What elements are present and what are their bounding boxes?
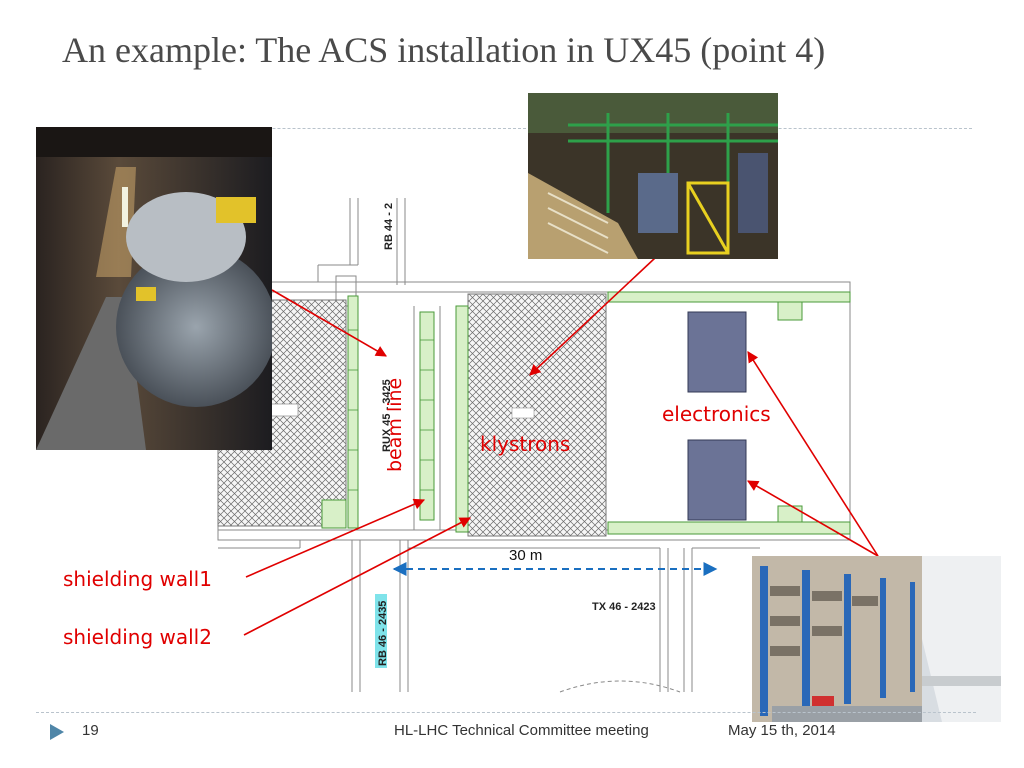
beam-line-label: beam line: [384, 377, 406, 472]
rb44-corridor: [349, 198, 406, 285]
footer-event: HL-LHC Technical Committee meeting: [394, 722, 649, 739]
klystrons-label: klystrons: [480, 432, 571, 456]
room-label-rb44: RB 44 - 2: [383, 203, 395, 250]
shielding-wall1-label: shielding wall1: [63, 567, 212, 591]
tunnel-photo: [36, 127, 272, 450]
klystron-hatched-zone: [467, 293, 607, 537]
footer-marker-icon: [50, 724, 64, 740]
electronics-rack-upper: [687, 311, 747, 393]
slide-title: An example: The ACS installation in UX45…: [62, 30, 826, 70]
electronics-label: electronics: [662, 402, 771, 426]
electronics-rack-lower: [687, 439, 747, 521]
electronics-room-photo: [752, 556, 1001, 722]
distance-label: 30 m: [509, 547, 542, 564]
annotation-arrows: [243, 257, 879, 636]
title-divider: [62, 128, 972, 129]
page-number: 19: [82, 722, 99, 739]
room-label-rux45: RUX 45 - 3425: [381, 379, 393, 452]
footer-date: May 15 th, 2014: [728, 722, 836, 739]
shielding-walls: [321, 291, 851, 535]
lower-corridors: [218, 540, 760, 693]
klystron-cavern-photo: [528, 93, 778, 259]
shielding-wall2-label: shielding wall2: [63, 625, 212, 649]
room-label-rb46: RB 46 - 2435: [377, 601, 389, 666]
room-label-tx46: TX 46 - 2423: [592, 601, 656, 613]
footer-divider: [36, 712, 976, 713]
